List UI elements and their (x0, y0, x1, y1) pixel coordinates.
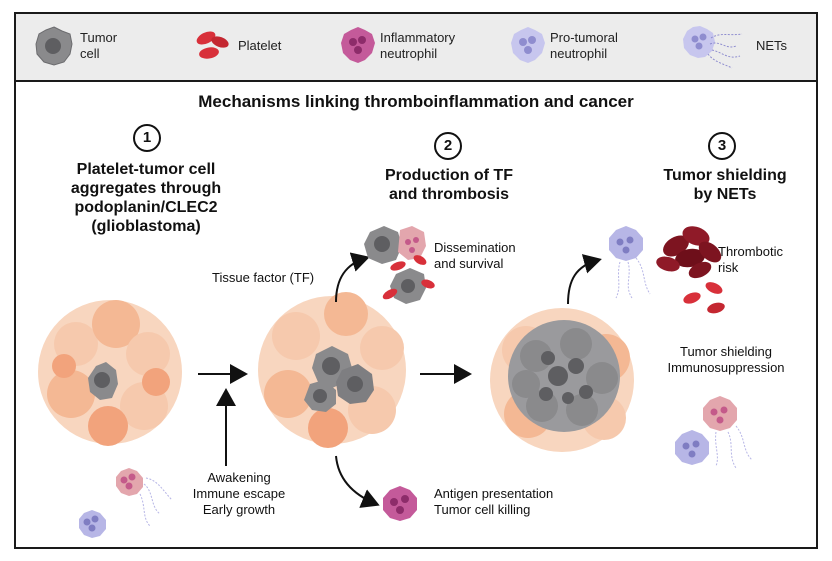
step-2-number: 2 (434, 132, 462, 160)
arrow-to-antigen (335, 455, 380, 508)
inflammatory-neutrophil-icon (341, 27, 375, 63)
legend-label-inflammatory-neutrophil: Inflammatory neutrophil (380, 30, 456, 61)
arrow-to-dissemination (335, 252, 370, 303)
legend-label-tumor-cell: Tumor cell (80, 30, 118, 61)
legend: Tumor cell Platelet Inflammatory neutrop… (16, 14, 816, 82)
tumor-cell-icon (35, 26, 73, 66)
tumor-cluster-1 (38, 300, 182, 446)
legend-item-tumor-cell: Tumor cell (32, 14, 172, 80)
label-awakening: Awakening Immune escape Early growth (192, 470, 286, 517)
step-3-number: 3 (708, 132, 736, 160)
legend-label-nets: NETs (756, 38, 788, 53)
label-thrombotic-risk: Thrombotic risk (718, 244, 784, 275)
step-3-heading: Tumor shielding by NETs (663, 167, 787, 203)
arrow-to-thrombotic-risk (567, 254, 602, 305)
label-shielding: Tumor shielding Immunosuppression (667, 344, 785, 375)
disseminated-aggregates (364, 226, 435, 304)
nets-icon (683, 26, 743, 69)
neutrophil-group-1 (79, 468, 173, 538)
label-tissue-factor: Tissue factor (TF) (212, 270, 315, 285)
tumor-cluster-3 (490, 308, 634, 452)
protumoral-neutrophil-icon (511, 27, 545, 63)
label-antigen: Antigen presentation Tumor cell killing (434, 486, 554, 517)
legend-item-inflammatory-neutrophil: Inflammatory neutrophil (338, 14, 488, 80)
tumor-cluster-2 (258, 292, 406, 448)
diagram-illustration (38, 226, 753, 538)
platelet-icon (196, 31, 229, 59)
legend-item-nets: NETs (680, 14, 810, 80)
legend-label-protumoral-neutrophil: Pro-tumoral neutrophil (550, 30, 618, 61)
step-1-number: 1 (133, 124, 161, 152)
platelets-thrombotic (683, 282, 725, 314)
thrombus (656, 226, 722, 279)
figure-frame: Tumor cell Platelet Inflammatory neutrop… (14, 12, 818, 549)
net-neutrophil-top (609, 226, 651, 299)
figure-title: Mechanisms linking thromboinflammation a… (198, 92, 634, 111)
step-1-heading: Platelet-tumor cell aggregates through p… (70, 161, 222, 235)
antigen-neutrophil (383, 486, 417, 521)
label-dissemination: Dissemination and survival (434, 240, 516, 271)
legend-item-platelet: Platelet (192, 14, 312, 80)
legend-label-platelet: Platelet (238, 38, 282, 53)
step-2-heading: Production of TF and thrombosis (385, 167, 513, 203)
shielding-neutrophils (675, 396, 753, 469)
legend-item-protumoral-neutrophil: Pro-tumoral neutrophil (508, 14, 658, 80)
